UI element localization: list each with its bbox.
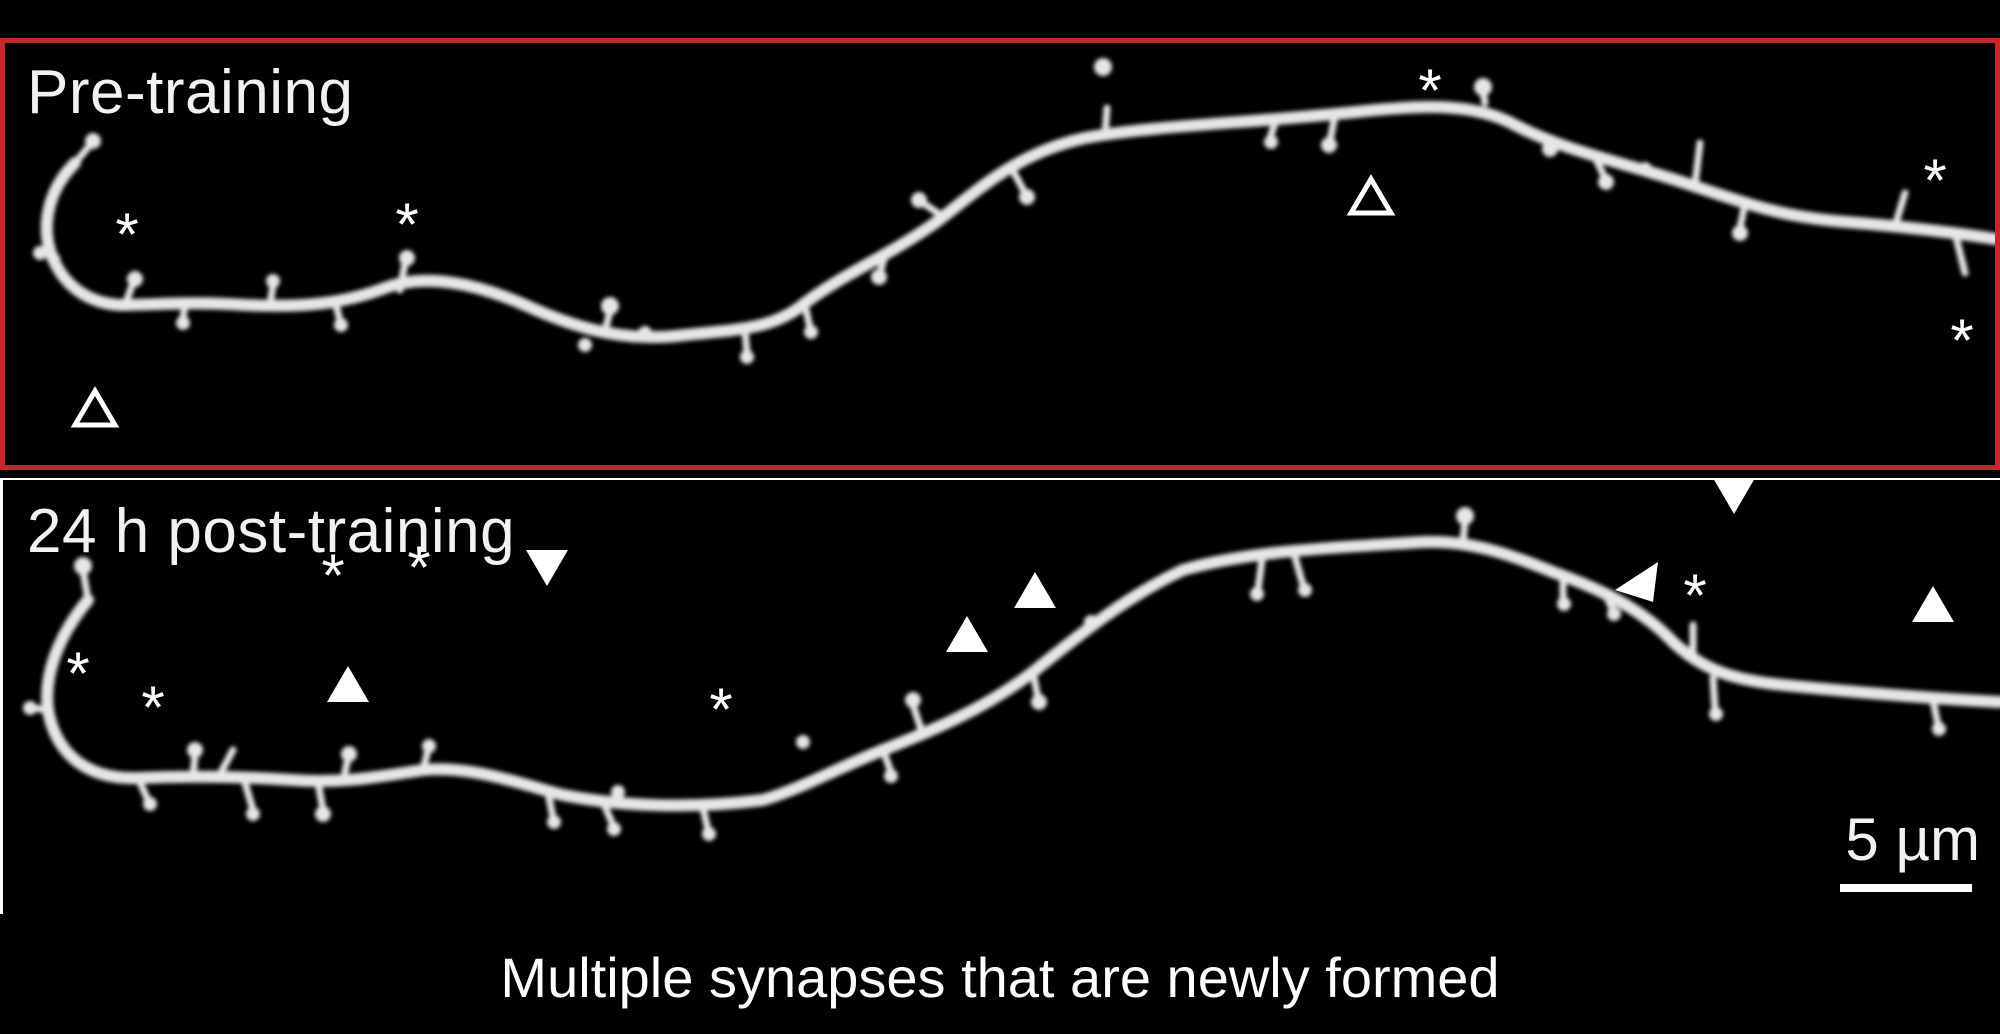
star-marker: * [66, 640, 89, 707]
arrowhead-up-marker [327, 666, 369, 702]
star-marker: * [321, 542, 344, 609]
star-marker: * [407, 534, 430, 601]
post-training-panel: * * * * * * 24 h post-training 5 µm [0, 478, 2000, 914]
star-marker: * [1683, 562, 1706, 629]
scale-bar-label: 5 µm [1845, 806, 1980, 873]
arrowhead-down-marker [1714, 480, 1754, 514]
post-training-dendrite-image: * * * * * * [23, 480, 2000, 841]
arrowhead-up-marker [1912, 586, 1954, 622]
pre-training-dendrite-image: * * * * * [33, 57, 1995, 428]
arrowhead-down-marker [526, 550, 568, 586]
post-training-title: 24 h post-training [27, 497, 516, 566]
arrowhead-up-marker [1014, 572, 1056, 608]
caption: Multiple synapses that are newly formed [500, 946, 1500, 1009]
open-triangle-marker [1346, 174, 1396, 216]
arrowhead-up-marker [946, 616, 988, 652]
dendrite-shaft [41, 535, 2000, 812]
star-marker: * [1418, 57, 1441, 124]
star-marker: * [115, 201, 138, 268]
scale-bar [1840, 884, 1972, 892]
star-marker: * [1950, 307, 1973, 374]
pre-training-title: Pre-training [27, 58, 354, 127]
star-marker: * [395, 191, 418, 258]
star-marker: * [1923, 147, 1946, 214]
pre-training-panel: * * * * * Pre-training [0, 38, 2000, 470]
open-triangle-marker [70, 386, 120, 428]
star-marker: * [141, 674, 164, 741]
arrowhead-left-marker [1615, 562, 1658, 602]
star-marker: * [709, 676, 732, 743]
